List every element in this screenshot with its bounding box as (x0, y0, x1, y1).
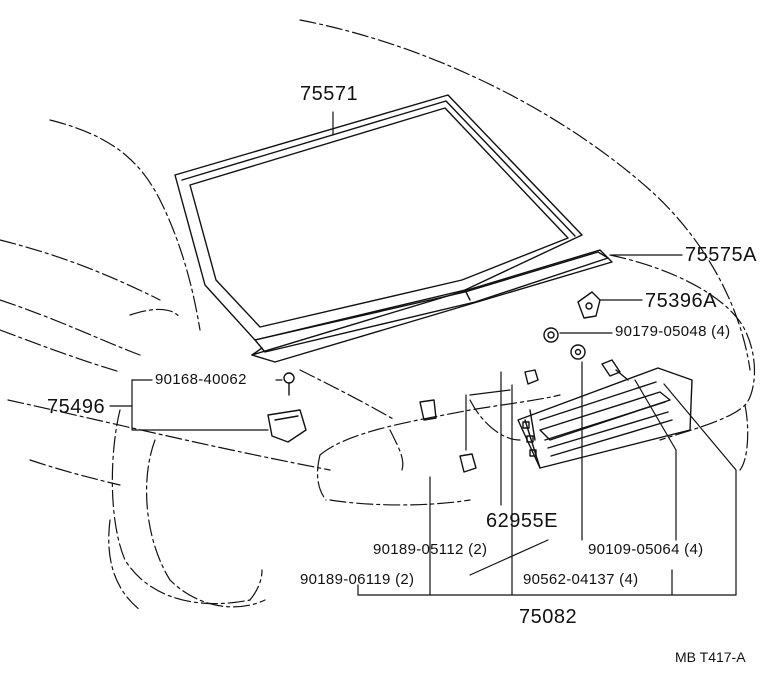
label-clip-c: 90189-05112 (2) (373, 541, 488, 558)
label-screw: 90168-40062 (155, 371, 247, 388)
windshield-molding-drawing (174, 94, 613, 363)
label-washer: 90562-04137 (4) (523, 571, 639, 588)
leader-lines (109, 111, 737, 596)
label-clip-a: 75396A (645, 290, 717, 312)
label-cowl-molding: 75575A (685, 244, 757, 266)
label-assembly: 75082 (519, 606, 578, 628)
label-nut: 90179-05048 (4) (615, 323, 731, 340)
garnish-panel-drawing (517, 367, 693, 469)
label-clip-b: 62955E (486, 510, 558, 532)
label-bracket: 75496 (47, 396, 106, 418)
label-windshield-molding: 75571 (300, 83, 359, 105)
figure-id: MB T417-A (675, 649, 746, 665)
body-outline (0, 19, 755, 611)
fasteners-drawing (267, 291, 629, 473)
label-clip-d: 90189-06119 (2) (300, 571, 415, 588)
label-bolt: 90109-05064 (4) (588, 541, 704, 558)
